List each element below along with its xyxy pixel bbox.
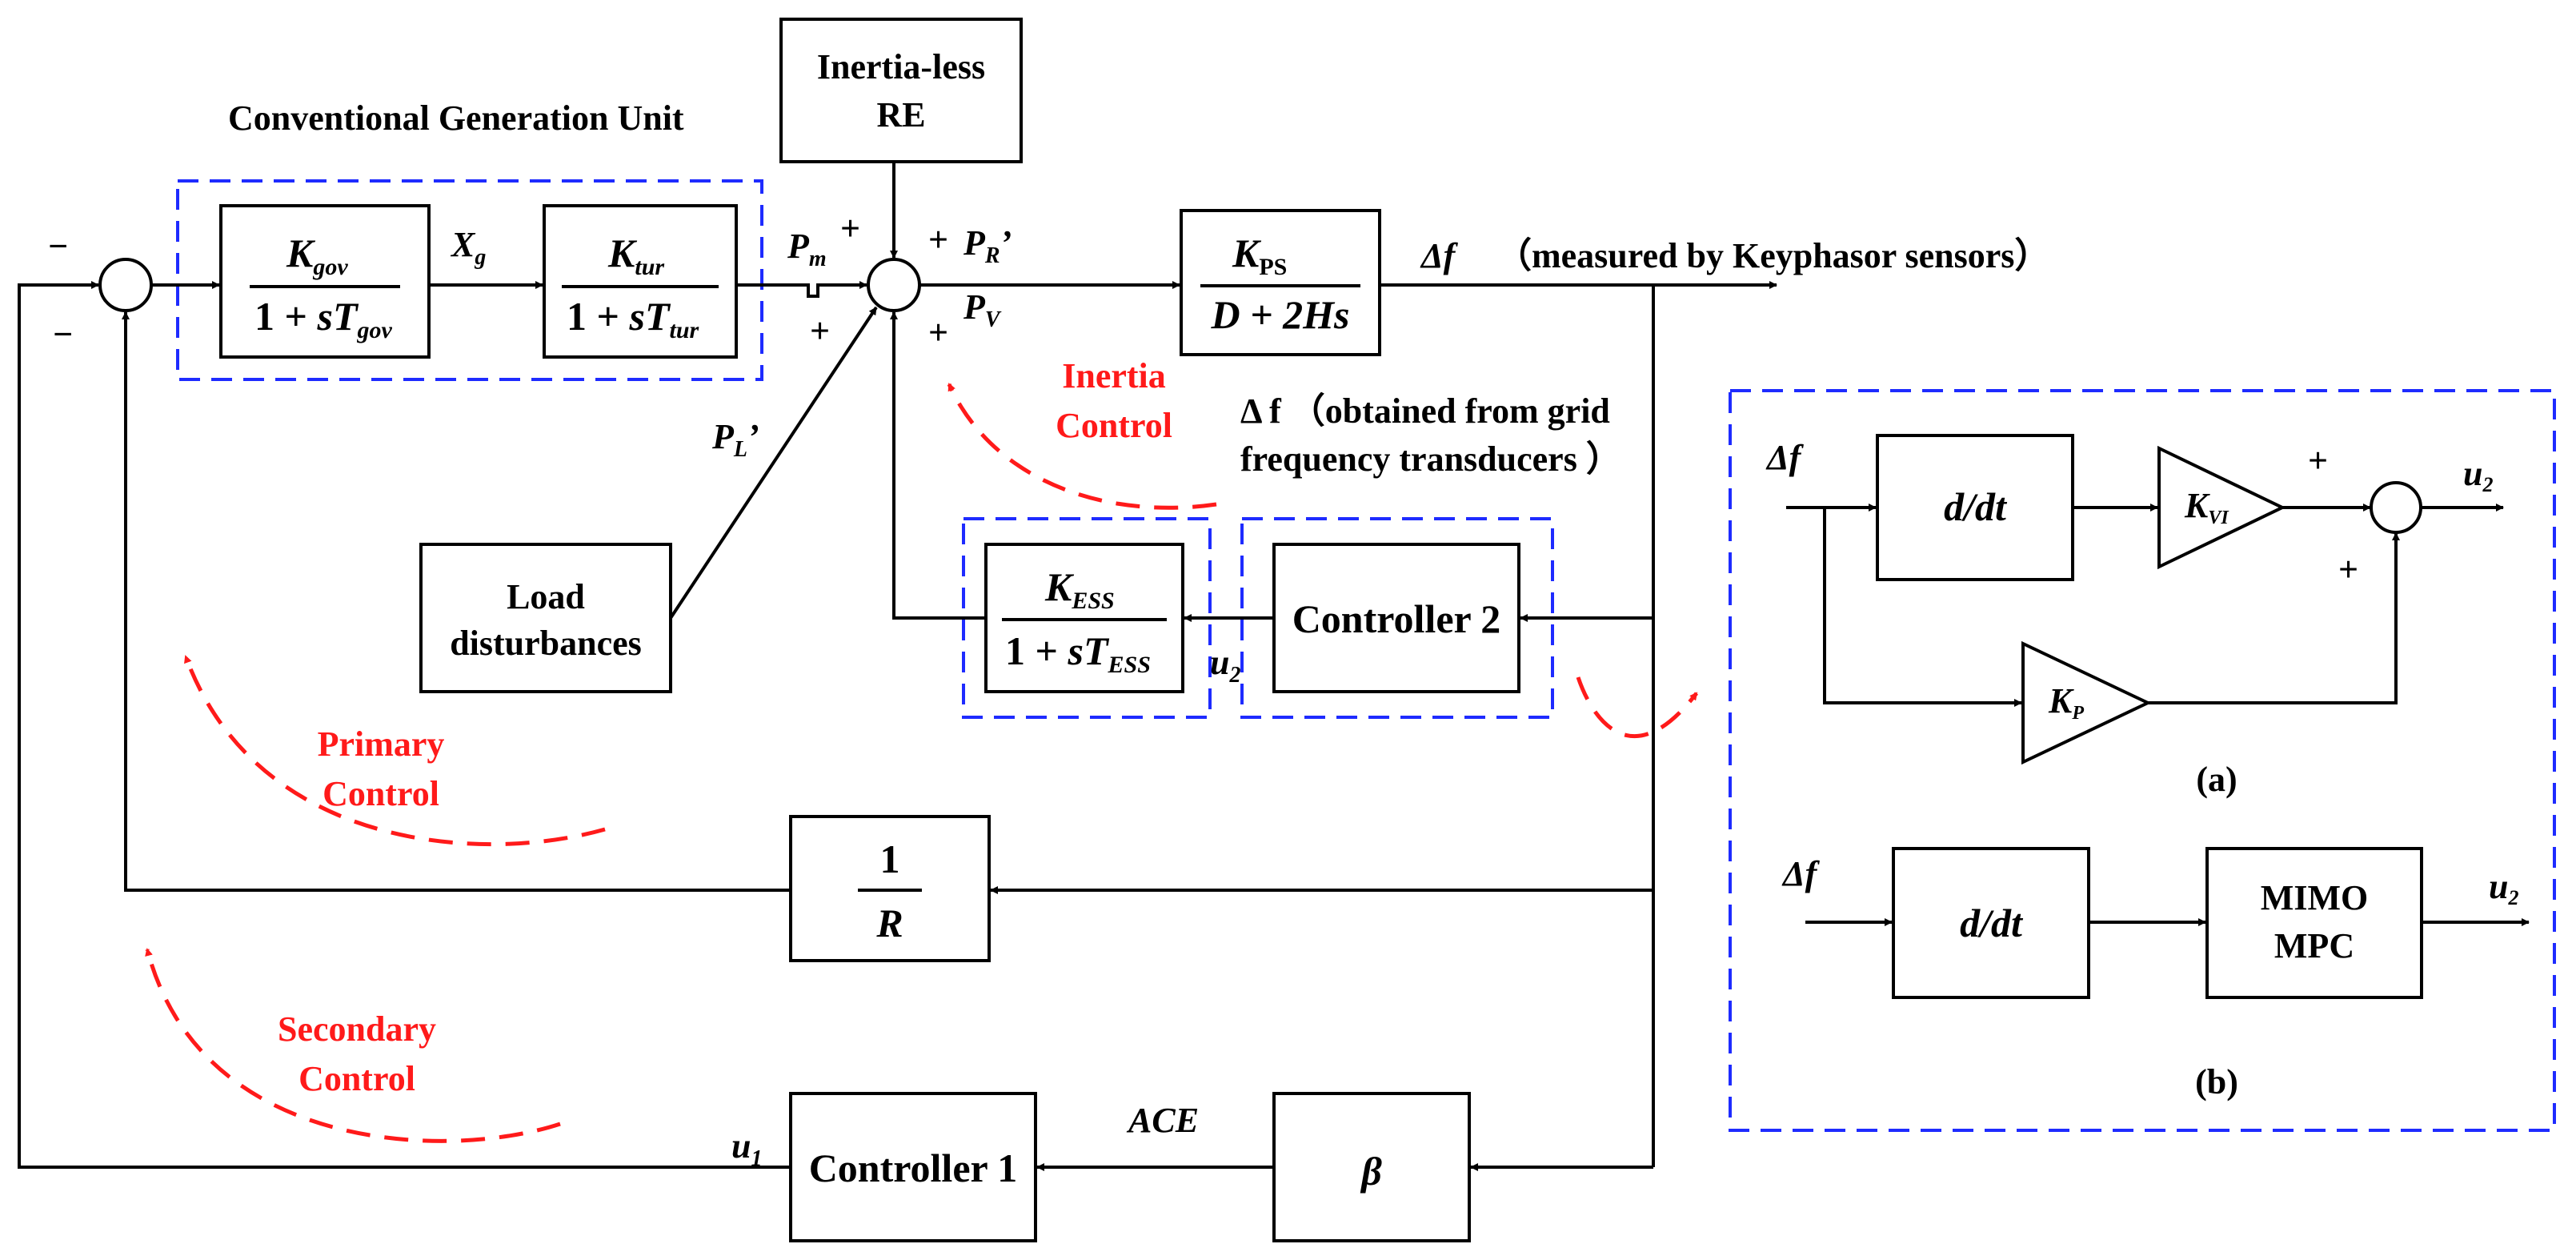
- secondary-control-line1: Secondary: [278, 1009, 436, 1049]
- xg-label: Xg: [450, 225, 486, 270]
- delta-f-label: Δf: [1420, 236, 1459, 275]
- pm-label: Pm: [787, 227, 827, 271]
- controller1-block: [789, 1092, 1037, 1242]
- governor-block: [219, 204, 431, 359]
- panel-b-delta-f: Δf: [1781, 854, 1821, 893]
- obtained-note-line2: frequency transducers ）: [1240, 439, 1621, 479]
- panel-b-mpc-line2: MPC: [2274, 926, 2354, 965]
- panel-b-ddt-block: [1892, 847, 2090, 999]
- panel-a-plus-top: +: [2308, 441, 2328, 480]
- load-label-line1: Load: [507, 577, 585, 616]
- primary-control-line1: Primary: [318, 724, 445, 764]
- inertia-less-re-line2: RE: [876, 95, 925, 134]
- load-disturbances-block: [419, 543, 672, 693]
- panel-a-summing-junction: [2370, 481, 2422, 534]
- power-system-block: [1180, 209, 1381, 356]
- pl-label: PL’: [711, 417, 759, 462]
- power-system-gain: KPS: [1232, 231, 1287, 280]
- pr-label: PR’: [963, 223, 1012, 268]
- panel-b-u2: u2: [2489, 867, 2518, 909]
- generation-unit-dashed-box: [176, 179, 763, 381]
- panel-a-plus-bottom: +: [2338, 550, 2358, 589]
- secondary-control-line2: Control: [298, 1059, 415, 1098]
- pm-sign: +: [840, 209, 860, 248]
- turbine-block: [543, 204, 738, 359]
- pv-sign: +: [928, 313, 948, 352]
- load-label-line2: disturbances: [450, 624, 642, 663]
- summing-junction-1: [98, 258, 153, 312]
- ess-gain: KESS: [1044, 564, 1115, 614]
- panel-a-u2: u2: [2463, 454, 2493, 496]
- controller2-block: [1272, 543, 1520, 693]
- governor-gain: Kgov: [286, 231, 348, 280]
- panel-a-delta-f: Δf: [1765, 438, 1805, 477]
- panel-a-ddt-label: d/dt: [1944, 484, 2008, 529]
- measured-note: （measured by Keyphasor sensors）: [1496, 236, 2049, 275]
- pr-sign: +: [928, 220, 948, 259]
- minus-sign-top: −: [48, 227, 68, 266]
- u1-label: u1: [731, 1126, 762, 1171]
- beta-block: [1272, 1092, 1471, 1242]
- turbine-denominator: 1 + sTtur: [567, 294, 699, 343]
- panel-a-kvi-label: KVI: [2184, 486, 2229, 528]
- controller-options-dashed-box: [1729, 389, 2556, 1132]
- inertia-less-re-block: [779, 18, 1023, 163]
- panel-b-ddt-label: d/dt: [1960, 901, 2024, 945]
- controller2-detail-arrow: [1576, 676, 1698, 738]
- panel-b-mpc-block: [2205, 847, 2423, 999]
- panel-b-mpc-line1: MIMO: [2261, 878, 2368, 917]
- summing-junction-2: [867, 258, 921, 312]
- panel-a-kp-label: KP: [2048, 681, 2084, 724]
- inertia-control-line1: Inertia: [1062, 356, 1166, 395]
- conventional-generation-unit-title: Conventional Generation Unit: [228, 98, 684, 138]
- primary-control-line2: Control: [323, 774, 439, 813]
- pv-label: PV: [963, 287, 1002, 332]
- obtained-note-line1: Δ f （obtained from grid: [1240, 391, 1610, 431]
- inertia-control-arrow: [947, 383, 1217, 510]
- u2-label: u2: [1210, 643, 1240, 688]
- panel-b-label: (b): [2195, 1062, 2238, 1102]
- governor-denominator: 1 + sTgov: [254, 294, 393, 343]
- droop-denominator: R: [875, 901, 903, 945]
- controller1-label: Controller 1: [809, 1146, 1018, 1190]
- turbine-gain: Ktur: [607, 231, 664, 280]
- pl-sign: +: [810, 311, 830, 351]
- secondary-control-arrow: [145, 948, 561, 1143]
- ess-denominator: 1 + sTESS: [1005, 628, 1151, 678]
- inertia-less-re-line1: Inertia-less: [817, 47, 985, 86]
- panel-a-label: (a): [2196, 760, 2237, 799]
- inertia-control-line2: Control: [1056, 406, 1172, 445]
- power-system-denominator: D + 2Hs: [1211, 292, 1350, 337]
- controller2-label: Controller 2: [1292, 596, 1501, 641]
- beta-label: β: [1360, 1149, 1382, 1194]
- minus-sign-bottom: −: [53, 315, 73, 354]
- panel-a-kvi-gain: [2157, 445, 2286, 570]
- primary-control-arrow: [183, 655, 606, 847]
- droop-numerator: 1: [880, 837, 900, 881]
- panel-a-kp-gain: [2021, 640, 2152, 765]
- ace-label: ACE: [1126, 1101, 1199, 1140]
